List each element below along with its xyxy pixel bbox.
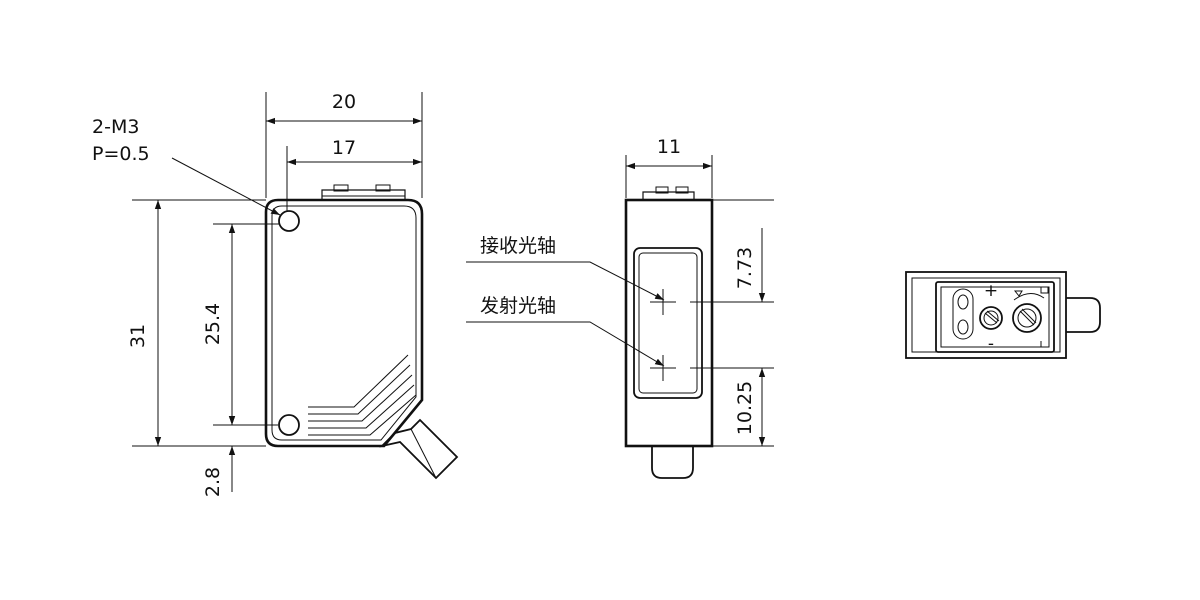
indicator-slot (952, 288, 974, 340)
top-cable-stub (1066, 297, 1101, 333)
dim-width-overall: 20 (332, 91, 356, 113)
receiver-axis-leader (466, 261, 665, 301)
thread-callout-leader (171, 157, 281, 216)
side-view: 11 7.73 10.25 接收光轴 发射光轴 (466, 136, 774, 479)
mode-indicator-box (1040, 286, 1049, 294)
top-view: + - (905, 271, 1101, 359)
emitter-axis-label: 发射光轴 (480, 295, 556, 317)
dim-receiver-axis-offset: 7.73 (734, 247, 756, 289)
thread-callout-pitch: P=0.5 (92, 143, 150, 165)
dim-hole-pitch-horizontal: 17 (332, 137, 356, 159)
side-body-outline (624, 198, 714, 448)
front-top-terminal (321, 189, 406, 200)
dim-height-overall: 31 (127, 324, 149, 348)
thread-callout-spec: 2-M3 (92, 116, 139, 138)
mode-corner-mark (1040, 341, 1048, 348)
front-body-outline (264, 198, 424, 448)
lens-window (633, 247, 703, 399)
mount-hole-top (278, 210, 300, 232)
mode-switch-arc (1013, 293, 1045, 301)
side-cable-stub (651, 446, 694, 479)
dim-emitter-axis-offset: 10.25 (734, 381, 756, 435)
dim-hole-offset-bottom: 2.8 (202, 467, 224, 497)
receiver-axis-label: 接收光轴 (480, 235, 556, 257)
front-terminal-pad-left (333, 184, 349, 192)
front-view: 20 17 31 25.4 2.8 2-M3 P=0.5 (92, 91, 459, 497)
sensitivity-pot-right (1012, 303, 1042, 333)
sensitivity-pot-left (979, 306, 1003, 330)
indicator-led-top (957, 294, 969, 310)
emitter-axis-leader (466, 321, 665, 367)
top-terminal-panel (935, 281, 1055, 353)
dim-hole-pitch-vertical: 25.4 (202, 303, 224, 345)
front-terminal-pad-right (375, 184, 391, 192)
indicator-led-bottom (957, 319, 969, 335)
plus-symbol: + (984, 281, 998, 301)
mount-hole-bottom (278, 414, 300, 436)
chamfer-ribs (308, 354, 417, 436)
dim-side-width: 11 (657, 136, 681, 158)
front-body-inner-line (271, 205, 417, 441)
front-cable-gland (379, 418, 459, 480)
top-body-outline (905, 271, 1067, 359)
minus-symbol: - (988, 334, 994, 354)
